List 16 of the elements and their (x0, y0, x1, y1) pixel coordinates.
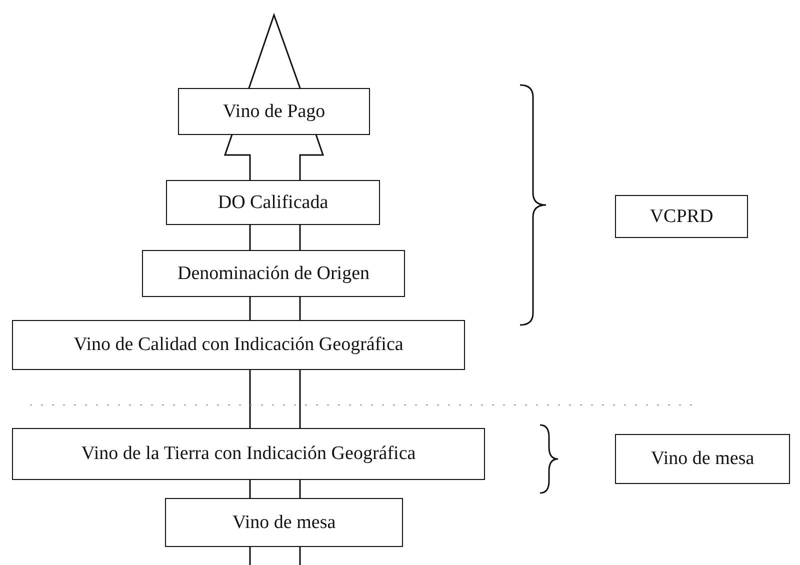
level-label: VCPRD (650, 206, 714, 228)
level-label: Vino de la Tierra con Indicación Geográfica (81, 443, 416, 465)
level-box (12, 428, 485, 480)
level-label: Vino de Calidad con Indicación Geográfica (74, 334, 404, 356)
level-box (142, 250, 405, 297)
level-box (166, 180, 380, 225)
level-box (12, 320, 465, 370)
level-box (615, 195, 748, 238)
level-label: DO Calificada (218, 192, 328, 214)
level-label: Denominación de Origen (177, 262, 370, 284)
level-box (165, 498, 403, 547)
level-label: Vino de Pago (222, 100, 326, 122)
level-box (178, 88, 370, 135)
level-label: Vino de mesa (650, 448, 754, 470)
level-label: Vino de mesa (232, 512, 336, 534)
level-box (615, 434, 790, 484)
